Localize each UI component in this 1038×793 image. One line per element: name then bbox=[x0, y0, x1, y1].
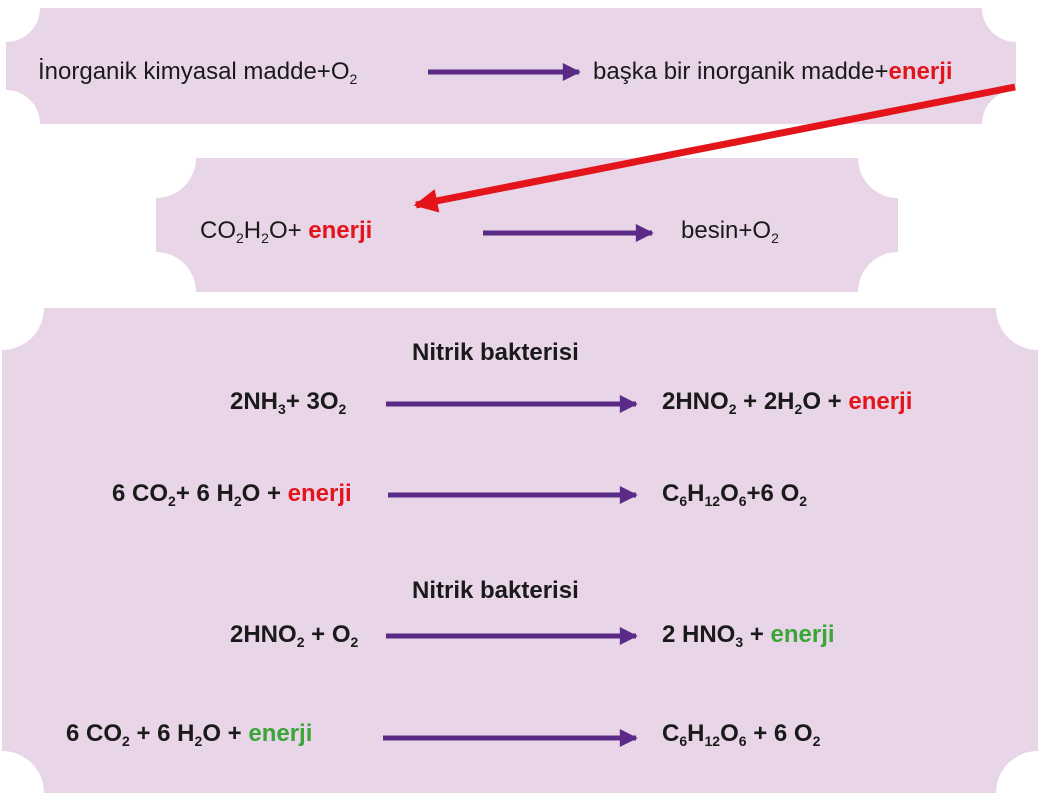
panel-middle bbox=[156, 158, 898, 292]
eq4-reactants: 6 CO2 + 6 H2O + enerji bbox=[66, 720, 313, 749]
panel1-reactant: İnorganik kimyasal madde+O2 bbox=[38, 58, 358, 87]
energy-label: enerji bbox=[888, 58, 953, 85]
energy-label: enerji bbox=[770, 621, 835, 648]
eq1-products: 2HNO2 + 2H2O + enerji bbox=[662, 388, 913, 417]
eq1-reactants: 2NH3+ 3O2 bbox=[230, 388, 347, 417]
arrow-energy-link bbox=[413, 83, 1016, 213]
energy-label: enerji bbox=[848, 388, 913, 415]
eq4-products: C6H12O6 + 6 O2 bbox=[662, 720, 821, 749]
panel1-product: başka bir inorganik madde+enerji bbox=[593, 58, 953, 85]
panel2-product: besin+O2 bbox=[681, 217, 779, 246]
energy-label: enerji bbox=[308, 217, 373, 244]
eq2-products: C6H12O6+6 O2 bbox=[662, 480, 808, 509]
energy-label: enerji bbox=[287, 480, 352, 507]
eq2-reactants: 6 CO2+ 6 H2O + enerji bbox=[112, 480, 352, 509]
eq3-reactants: 2HNO2 + O2 bbox=[230, 621, 359, 650]
panel-bottom bbox=[2, 308, 1038, 793]
heading-nitrik-2: Nitrik bakterisi bbox=[412, 577, 579, 604]
energy-label: enerji bbox=[248, 720, 313, 747]
panel-top bbox=[6, 8, 1016, 124]
eq3-products: 2 HNO3 + enerji bbox=[662, 621, 835, 650]
heading-nitrik-1: Nitrik bakterisi bbox=[412, 339, 579, 366]
panel2-reactant: CO2H2O+ enerji bbox=[200, 217, 373, 246]
